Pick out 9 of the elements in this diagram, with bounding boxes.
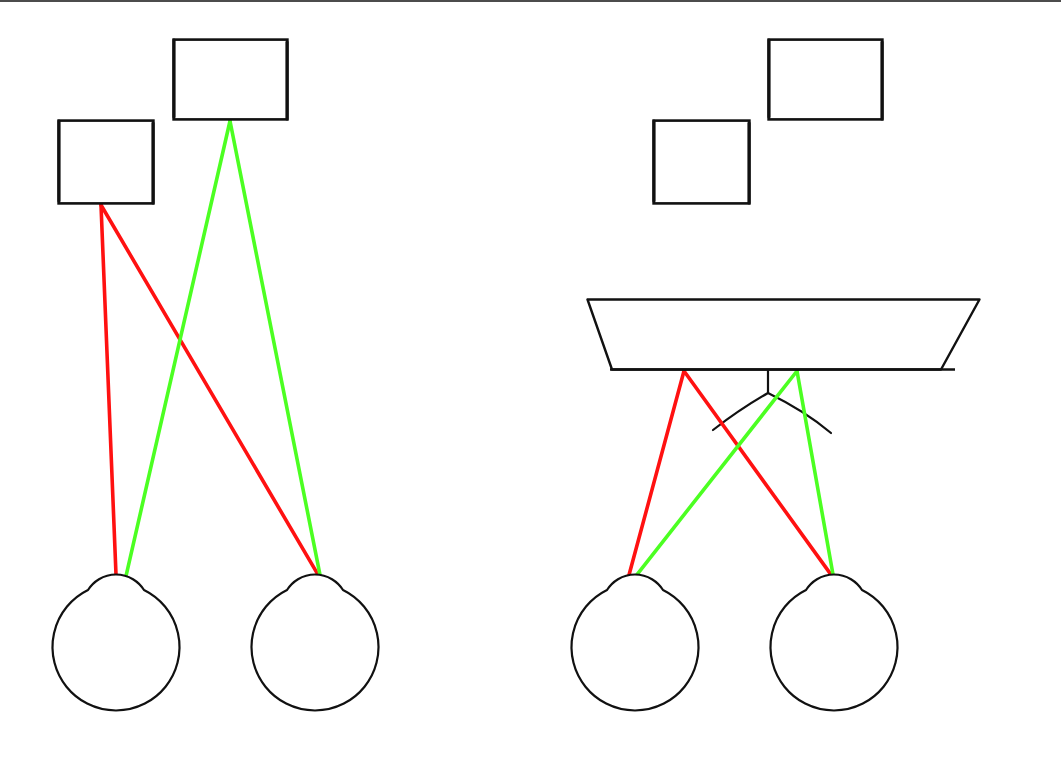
eye-symbol xyxy=(250,573,380,712)
screen-shape xyxy=(586,298,981,371)
object-box xyxy=(652,119,751,205)
eye-symbol xyxy=(51,573,181,712)
object-box xyxy=(57,119,155,205)
eye-symbol xyxy=(570,573,700,712)
object-box xyxy=(172,38,289,121)
object-box xyxy=(767,38,884,121)
eye-symbol xyxy=(769,573,899,712)
